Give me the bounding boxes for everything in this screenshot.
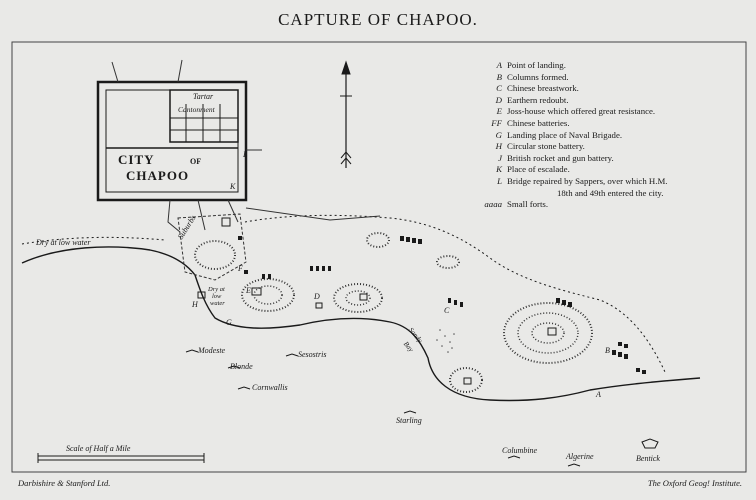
redoubts — [197, 217, 557, 385]
map-legend: A Point of landing. B Columns formed. C Chi… — [478, 60, 748, 211]
legend-text: British rocket and gun battery. — [507, 152, 614, 163]
suburbs-outline — [177, 213, 247, 281]
publisher-credit: Darbishire & Stanford Ltd. — [18, 478, 111, 488]
legend-key: G — [495, 129, 502, 140]
low-water-line — [21, 214, 666, 373]
legend-text: Bridge repaired by Sappers, over which H… — [507, 175, 668, 186]
letter-e: E — [246, 286, 251, 295]
letter-c: C — [444, 306, 450, 315]
legend-text: Columns formed. — [507, 71, 569, 82]
legend-text: Small forts. — [507, 199, 549, 210]
letter-l: L — [243, 150, 248, 159]
legend-item: B Columns formed. — [478, 72, 748, 84]
legend-item: J British rocket and gun battery. — [478, 153, 748, 165]
city-wall-outer — [96, 80, 248, 202]
letter-k: K — [230, 182, 236, 191]
coastline — [21, 246, 701, 402]
legend-text: Circular stone battery. — [507, 141, 585, 152]
letter-h: H — [192, 300, 198, 309]
legend-key: C — [496, 83, 502, 94]
ship-starling: Starling — [396, 416, 422, 425]
ship-cornwallis: Cornwallis — [252, 383, 288, 392]
ship-algerine: Algerine — [566, 452, 594, 461]
ship-columbine: Columbine — [502, 446, 538, 455]
legend-text: 18th and 49th entered the city. — [557, 187, 664, 198]
low-label: low — [212, 293, 222, 300]
city-of-label: OF — [190, 157, 202, 166]
letter-g: G — [226, 318, 232, 327]
legend-key: B — [496, 71, 502, 82]
legend-item: G Landing place of Naval Brigade. — [478, 130, 748, 142]
legend-key: E — [496, 106, 502, 117]
legend-key: J — [498, 152, 502, 163]
map-title: CAPTURE OF CHAPOO. — [278, 10, 478, 29]
letter-a: A — [596, 390, 601, 399]
legend-text: Joss-house which offered great resistanc… — [507, 106, 656, 117]
tartar-cantonment-block — [169, 89, 239, 143]
legend-key: aaaa — [484, 199, 502, 210]
ship-sesostris: Sesostris — [298, 350, 327, 359]
legend-item: L Bridge repaired by Sappers, over which … — [478, 176, 748, 188]
legend-key: H — [495, 141, 502, 152]
institute-credit: The Oxford Geog! Institute. — [647, 478, 742, 488]
legend-key: A — [496, 60, 502, 70]
legend-key: K — [496, 164, 502, 175]
ship-modeste: Modeste — [198, 346, 226, 355]
map-border — [11, 41, 747, 473]
legend-item: E Joss-house which offered great resistan… — [478, 106, 748, 118]
batteries — [238, 236, 646, 374]
tartar-label: Tartar — [193, 92, 214, 101]
legend-key — [478, 188, 507, 200]
letter-b: B — [605, 346, 610, 355]
ship-marks — [185, 349, 659, 467]
north-arrow — [340, 60, 352, 168]
legend-text: Place of escalade. — [507, 164, 570, 175]
dry-at-label: Dry at — [208, 286, 225, 293]
cantonment-label: Cantonment — [178, 105, 215, 114]
city-label: CITY — [118, 152, 155, 167]
roads — [111, 59, 381, 233]
legend-item: A Point of landing. — [478, 60, 748, 72]
legend-key: D — [495, 94, 502, 105]
tartar-cantonment-grid — [170, 104, 238, 142]
legend-item: K Place of escalade. — [478, 164, 748, 176]
sandy-bay-stipple — [436, 329, 455, 353]
legend-key: FF — [491, 117, 502, 128]
legend-item: D Earthern redoubt. — [478, 95, 748, 107]
legend-key: L — [497, 175, 502, 186]
water-label: water — [210, 300, 225, 307]
legend-item: H Circular stone battery. — [478, 141, 748, 153]
legend-item: 18th and 49th entered the city. — [478, 188, 748, 200]
hills — [194, 232, 593, 393]
legend-text: Chinese breastwork. — [507, 83, 579, 94]
legend-text: Point of landing. — [507, 60, 566, 70]
legend-text: Chinese batteries. — [507, 117, 570, 128]
legend-text: Earthern redoubt. — [507, 94, 569, 105]
legend-item: FF Chinese batteries. — [478, 118, 748, 130]
scale-label: Scale of Half a Mile — [66, 444, 131, 453]
scale-bar — [37, 453, 205, 463]
legend-text: Landing place of Naval Brigade. — [507, 129, 623, 140]
dry-low-water-label: Dry at low water — [36, 238, 91, 247]
legend-item: aaaa Small forts. — [478, 199, 748, 211]
ship-bentick: Bentick — [636, 454, 660, 463]
ship-blonde: Blonde — [230, 362, 253, 371]
letter-d: D — [314, 292, 320, 301]
chapoo-label: CHAPOO — [126, 168, 190, 183]
letter-f: F — [238, 264, 243, 273]
legend-item: C Chinese breastwork. — [478, 83, 748, 95]
